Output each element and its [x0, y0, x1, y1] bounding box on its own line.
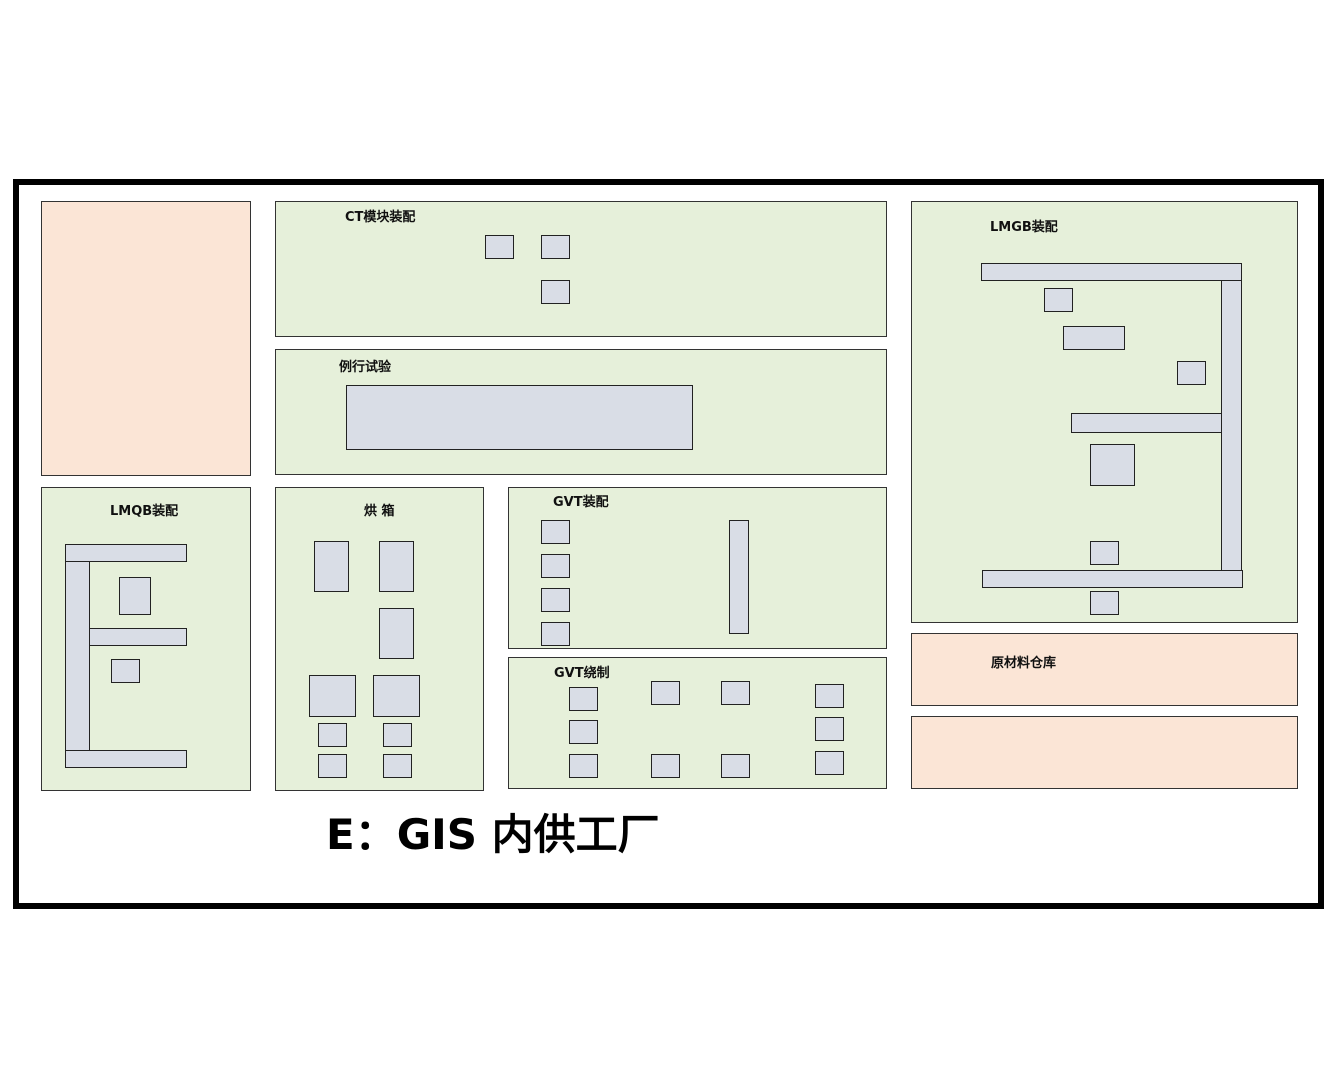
zone-label-lmqb: LMQB装配 — [110, 504, 179, 519]
zone-label-oven: 烘 箱 — [364, 504, 395, 519]
ct-station-2 — [541, 235, 570, 259]
lmgb-top-rail — [981, 263, 1242, 281]
lmgb-station-3 — [1177, 361, 1206, 385]
zone-label-raw-material: 原材料仓库 — [991, 656, 1057, 671]
oven-unit-8 — [318, 754, 347, 778]
zone-gvt-assembly — [508, 487, 887, 649]
lmgb-middle-rail — [1071, 413, 1222, 433]
lmqb-station-1 — [119, 577, 151, 615]
oven-unit-3 — [379, 608, 414, 659]
oven-unit-6 — [318, 723, 347, 747]
zone-label-routine: 例行试验 — [339, 360, 392, 375]
gvt-winding-station-7 — [721, 754, 750, 778]
lmqb-station-2 — [111, 659, 140, 683]
gvt-winding-station-2 — [569, 720, 598, 744]
zone-raw-material-warehouse — [911, 633, 1298, 706]
gvt-winding-station-8 — [815, 684, 844, 708]
gvt-winding-station-9 — [815, 717, 844, 741]
zone-ct-module-assembly — [275, 201, 887, 337]
lmgb-station-4 — [1090, 444, 1135, 486]
gvt-winding-station-1 — [569, 687, 598, 711]
routine-test-bench — [346, 385, 693, 450]
oven-unit-7 — [383, 723, 412, 747]
lmgb-station-2 — [1063, 326, 1125, 350]
oven-unit-1 — [314, 541, 349, 592]
ct-station-3 — [541, 280, 570, 304]
zone-label-gvt-assembly: GVT装配 — [553, 495, 609, 510]
gvt-assembly-station-4 — [541, 622, 570, 646]
lmgb-station-1 — [1044, 288, 1073, 312]
zone-unlabeled-top-left — [41, 201, 251, 476]
lmqb-top-rail — [65, 544, 187, 562]
zone-label-ct: CT模块装配 — [345, 210, 416, 225]
zone-unlabeled-bottom-right — [911, 716, 1298, 789]
zone-label-gvt-winding: GVT绕制 — [554, 666, 610, 681]
lmqb-vertical-rail — [65, 561, 90, 751]
gvt-assembly-station-3 — [541, 588, 570, 612]
gvt-assembly-station-1 — [541, 520, 570, 544]
oven-unit-2 — [379, 541, 414, 592]
gvt-winding-station-3 — [569, 754, 598, 778]
gvt-assembly-rail — [729, 520, 749, 634]
oven-unit-4 — [309, 675, 356, 717]
page-title: E：GIS 内供工厂 — [326, 810, 660, 859]
lmgb-station-5 — [1090, 541, 1119, 565]
gvt-winding-station-5 — [721, 681, 750, 705]
ct-station-1 — [485, 235, 514, 259]
gvt-winding-station-6 — [651, 754, 680, 778]
oven-unit-9 — [383, 754, 412, 778]
lmgb-station-6 — [1090, 591, 1119, 615]
oven-unit-5 — [373, 675, 420, 717]
lmqb-middle-rail — [89, 628, 187, 646]
gvt-winding-station-4 — [651, 681, 680, 705]
lmgb-vertical-rail — [1221, 280, 1242, 573]
lmgb-bottom-rail — [982, 570, 1243, 588]
gvt-assembly-station-2 — [541, 554, 570, 578]
zone-label-lmgb: LMGB装配 — [990, 220, 1058, 235]
gvt-winding-station-10 — [815, 751, 844, 775]
lmqb-bottom-rail — [65, 750, 187, 768]
